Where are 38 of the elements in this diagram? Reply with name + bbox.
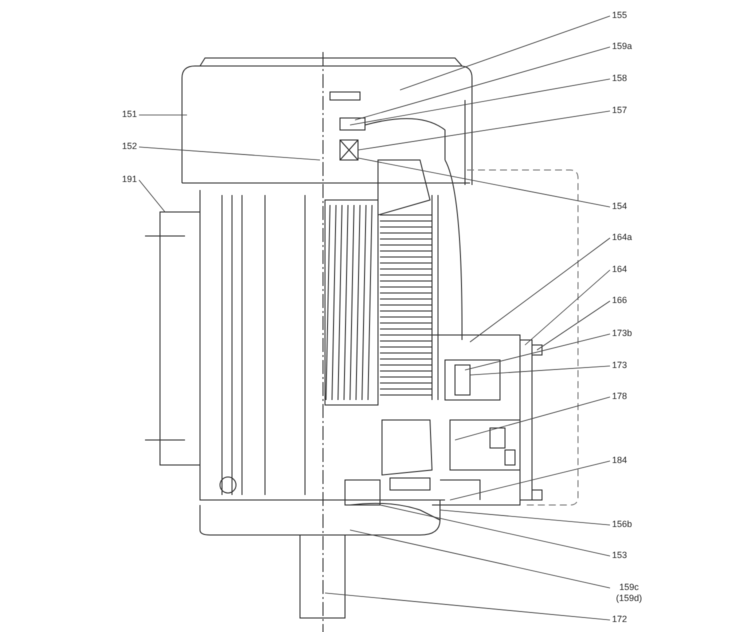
leader-line bbox=[350, 78, 610, 126]
callout-number: 153 bbox=[612, 550, 628, 561]
callout-number: 173 bbox=[612, 360, 628, 371]
callout-number: 172 bbox=[612, 614, 628, 625]
leader-line bbox=[464, 334, 610, 370]
leader-line bbox=[400, 16, 610, 90]
callout-number: 164a bbox=[612, 232, 632, 243]
leader-line bbox=[358, 158, 610, 208]
leader-line bbox=[138, 146, 320, 160]
callout-number: 157 bbox=[612, 105, 628, 116]
leader-line bbox=[358, 110, 610, 150]
callout-number: 159a bbox=[612, 41, 632, 52]
leader-line bbox=[138, 114, 188, 116]
leader-line bbox=[354, 46, 610, 120]
callout-number: 155 bbox=[612, 10, 628, 21]
callout-number: 184 bbox=[612, 455, 628, 466]
leader-line bbox=[440, 510, 610, 526]
callout-number: 158 bbox=[612, 73, 628, 84]
callout-number: 151 bbox=[122, 109, 138, 120]
leader-line bbox=[470, 238, 610, 342]
callout-number: 166 bbox=[612, 295, 628, 306]
leader-line bbox=[470, 366, 610, 376]
callout-number: 173b bbox=[612, 328, 632, 339]
callout-number: 152 bbox=[122, 141, 138, 152]
callout-number: 164 bbox=[612, 264, 628, 275]
leader-line bbox=[450, 460, 610, 500]
callout-number: 154 bbox=[612, 201, 628, 212]
callout-number: 156b bbox=[612, 519, 632, 530]
leader-line bbox=[536, 300, 610, 350]
leader-line bbox=[350, 530, 610, 588]
leader-line bbox=[138, 180, 166, 212]
leader-line bbox=[324, 592, 610, 620]
leader-line bbox=[454, 396, 610, 440]
callout-number: 178 bbox=[612, 391, 628, 402]
leader-line bbox=[524, 270, 610, 346]
callout-number: 159c (159d) bbox=[612, 582, 646, 604]
callout-number: 191 bbox=[122, 174, 138, 185]
leader-line bbox=[380, 504, 610, 556]
